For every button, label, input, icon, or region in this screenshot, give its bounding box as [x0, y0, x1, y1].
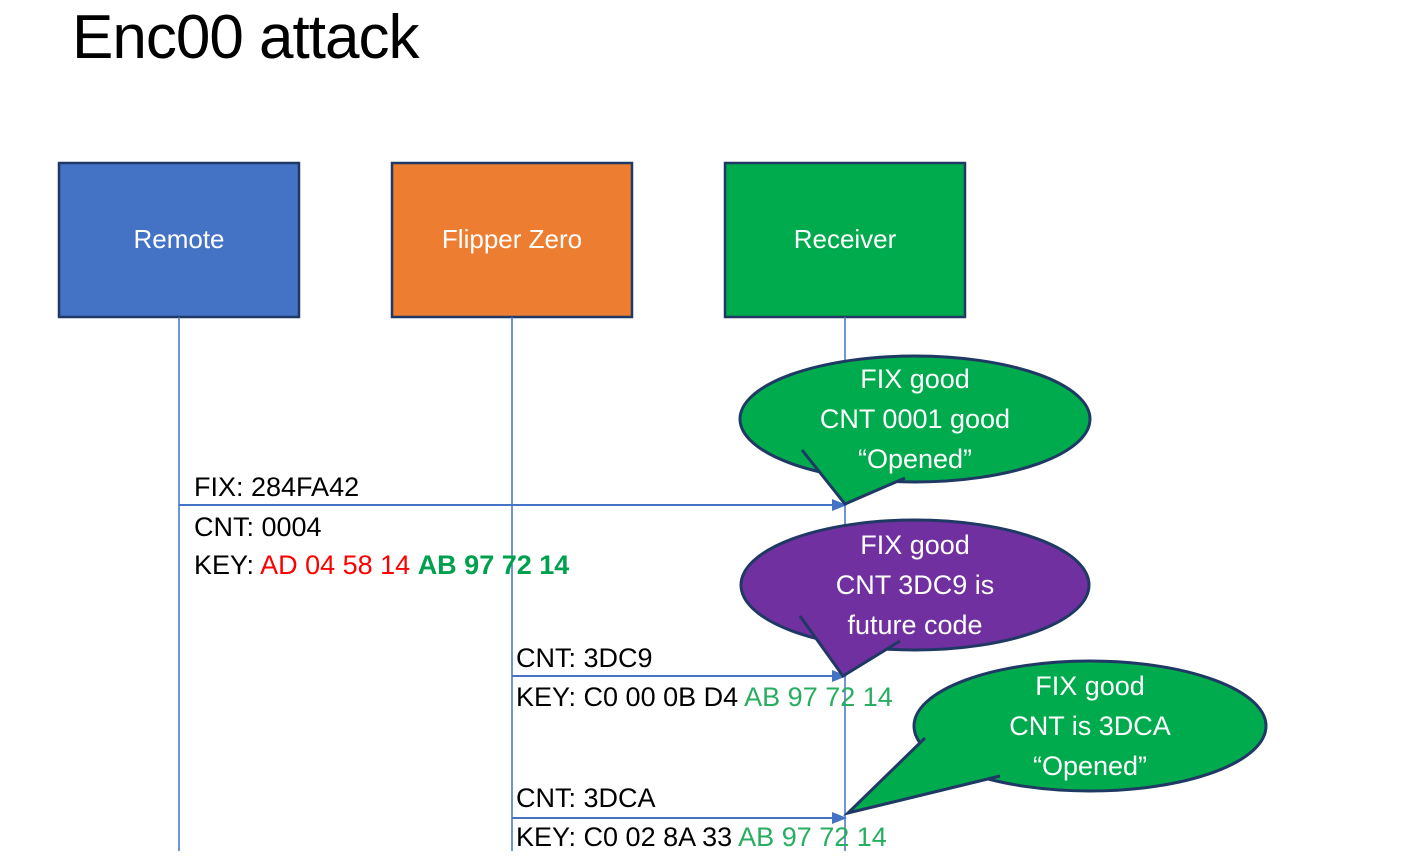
callout-1-ellipse	[738, 354, 1092, 484]
message-1-cnt-text: CNT: 0004	[194, 512, 322, 542]
slide-title: Enc00 attack	[72, 3, 419, 72]
callout-3-line-1: FIX good	[1035, 671, 1145, 701]
message-1-fix-line: FIX: 284FA42	[194, 472, 359, 503]
callout-3-ellipse	[912, 659, 1268, 793]
message-3-cnt-line: CNT: 3DCA	[516, 783, 656, 814]
flipper-zero-box	[390, 161, 634, 319]
message-1-key-green-bytes: AB 97 72 14	[417, 550, 570, 580]
callout-2-bubble	[739, 518, 1091, 679]
message-2-key-line: KEY: C0 00 0B D4 AB 97 72 14	[516, 682, 893, 713]
message-2-cnt-line: CNT: 3DC9	[516, 643, 653, 674]
callout-2-line-2: CNT 3DC9 is	[835, 570, 995, 600]
callout-1-text: FIX good CNT 0001 good “Opened”	[741, 359, 1089, 479]
message-1-key-red-bytes: AD 04 58 14	[260, 550, 418, 580]
callout-2-tail-fill	[800, 616, 900, 676]
flipper-zero-label: Flipper Zero	[441, 224, 583, 254]
callout-2-line-3: future code	[847, 610, 983, 640]
callout-3-line-3: “Opened”	[1032, 751, 1148, 781]
callout-3-bubble	[843, 659, 1268, 816]
callout-1-line-3: “Opened”	[857, 444, 973, 474]
message-1-key-line: KEY: AD 04 58 14 AB 97 72 14	[194, 550, 569, 581]
message-1-cnt-line: CNT: 0004	[194, 512, 322, 543]
message-2-key-green-bytes: AB 97 72 14	[744, 682, 893, 712]
callout-2-line-1: FIX good	[860, 530, 970, 560]
message-1-key-prefix: KEY:	[194, 550, 261, 580]
message-2-cnt-text: CNT: 3DC9	[516, 643, 653, 673]
message-2-key-prefix: KEY: C0 00 0B D4	[516, 682, 745, 712]
callout-3-line-2: CNT is 3DCA	[1009, 711, 1171, 741]
callout-1-tail-outline	[800, 449, 906, 506]
callout-2-ellipse	[739, 518, 1091, 652]
message-1-arrowhead	[832, 499, 847, 511]
callout-1-line-2: CNT 0001 good	[819, 404, 1011, 434]
callout-1-bubble	[738, 354, 1092, 506]
message-2-arrowhead	[832, 670, 847, 682]
remote-box	[57, 161, 301, 319]
receiver-box	[723, 161, 967, 319]
message-3-key-line: KEY: C0 02 8A 33 AB 97 72 14	[516, 822, 887, 853]
message-3-key-prefix: KEY: C0 02 8A 33	[516, 822, 739, 852]
callout-2-text: FIX good CNT 3DC9 is future code	[741, 525, 1089, 645]
receiver-label: Receiver	[793, 224, 897, 254]
message-3-key-green-bytes: AB 97 72 14	[738, 822, 887, 852]
callout-3-tail-fill	[848, 738, 1000, 813]
message-3-arrowhead	[832, 812, 847, 824]
callout-3-tail-outline	[843, 736, 1001, 816]
message-1-fix-text: FIX: 284FA42	[194, 472, 360, 502]
callout-2-tail-outline	[798, 615, 901, 679]
callout-3-text: FIX good CNT is 3DCA “Opened”	[916, 666, 1264, 786]
remote-label: Remote	[133, 224, 225, 254]
message-3-cnt-text: CNT: 3DCA	[516, 783, 656, 813]
callout-1-line-1: FIX good	[860, 364, 970, 394]
callout-1-tail-fill	[802, 450, 905, 504]
